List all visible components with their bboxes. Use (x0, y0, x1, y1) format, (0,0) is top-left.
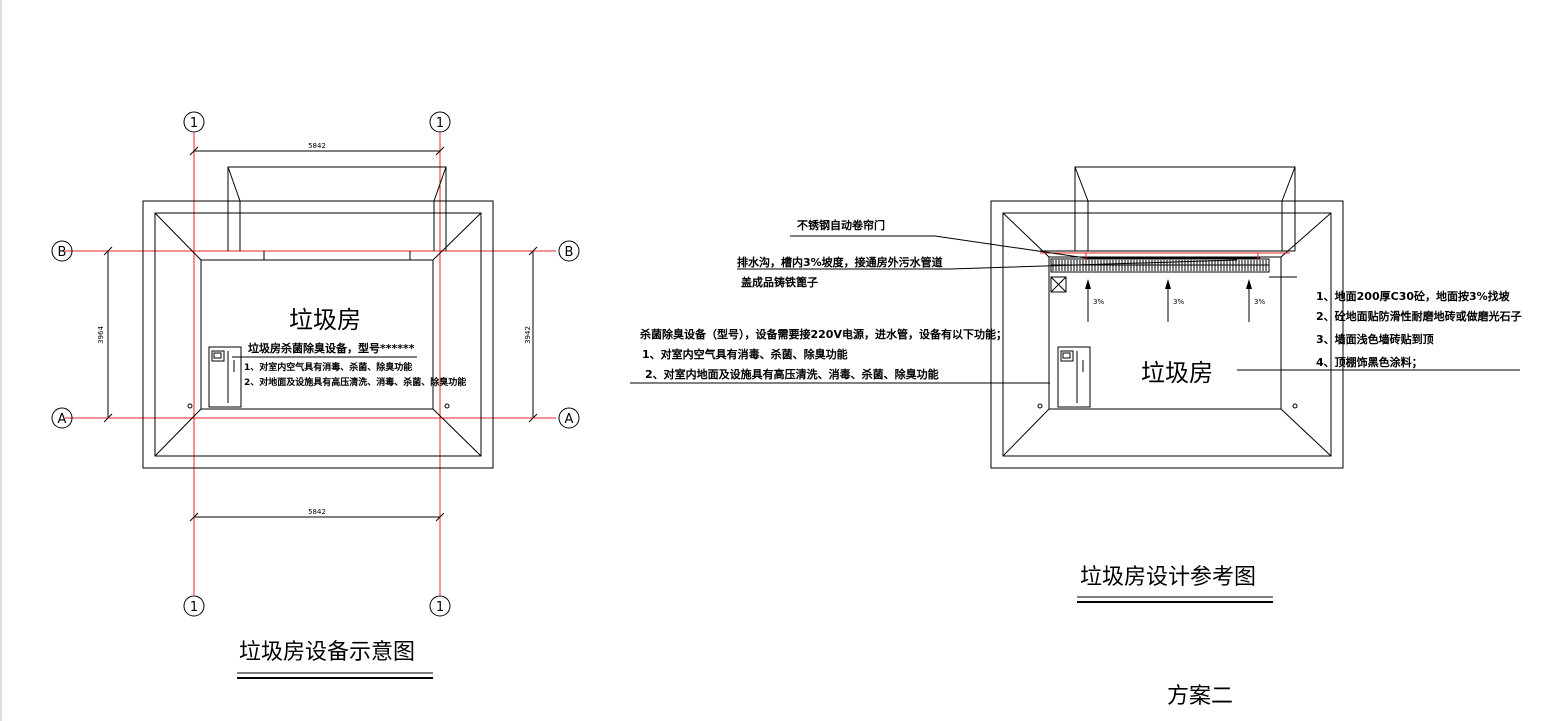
corner-line (1280, 408, 1332, 457)
canopy-edge (1281, 166, 1296, 202)
drain-point (187, 403, 193, 409)
drain-point (1292, 403, 1298, 409)
equipment-note-1: 1、对室内空气具有消毒、杀菌、除臭功能 (642, 347, 848, 361)
axis-grid (65, 133, 556, 595)
equipment-note-2: 2、对室内地面及设施具有高压清洗、消毒、杀菌、除臭功能 (645, 367, 939, 381)
drain-label-2: 盖成品铸铁篦子 (741, 275, 818, 289)
right-plan: 3% 3% 3% 垃圾房 不锈钢自动卷帘门 排水沟，槽内3%坡度，接通房外污水管… (630, 166, 1522, 709)
axis-label-a: A (565, 412, 574, 427)
corner-line (432, 408, 482, 457)
dimension-lines (103, 146, 538, 522)
canopy-edge (1074, 166, 1089, 202)
canopy-inner (239, 200, 435, 251)
door-label: 不锈钢自动卷帘门 (797, 218, 885, 232)
scheme-label: 方案二 (1167, 684, 1233, 709)
drainage-trench (1050, 258, 1270, 273)
spec-note-1: 1、地面200厚C30砼，地面按3%找坡 (1316, 289, 1511, 303)
drain-label-1: 排水沟，槽内3%坡度，接通房外污水管道 (737, 255, 943, 269)
corner-line (432, 212, 482, 261)
drawing-title-left: 垃圾房设备示意图 (239, 640, 415, 665)
slope-label: 3% (1173, 298, 1184, 306)
spec-note-3: 3、墙面浅色墙砖贴到顶 (1316, 332, 1434, 346)
canopy-inner (1087, 200, 1283, 251)
slope-label: 3% (1254, 298, 1265, 306)
room-label: 垃圾房 (289, 306, 361, 334)
room-outline (200, 259, 434, 410)
axis-label-1: 1 (436, 600, 444, 615)
corner-line (1002, 408, 1050, 457)
spec-note-2: 2、砼地面贴防滑性耐磨地砖或做磨光石子 (1316, 309, 1522, 323)
spec-note-4: 4、顶棚饰黑色涂料； (1316, 355, 1423, 369)
canopy-edge (227, 166, 241, 202)
equipment-note-1: 1、对室内空气具有消毒、杀菌、除臭功能 (244, 361, 412, 373)
axis-label-1: 1 (190, 600, 198, 615)
dim-top: 5842 (308, 142, 326, 150)
canopy-outline (1074, 166, 1296, 251)
disinfection-equipment-icon (208, 346, 242, 408)
axis-label-1: 1 (190, 116, 198, 131)
disinfection-equipment-icon (1057, 346, 1091, 408)
corner-line (154, 212, 202, 261)
equipment-note-0: 杀菌除臭设备（型号），设备需要接220V电源，进水管，设备有以下功能； (640, 327, 1007, 341)
outer-wall-inner (154, 212, 482, 457)
drain-point (444, 403, 450, 409)
dim-right: 3942 (524, 326, 532, 344)
drawing-title-right: 垃圾房设计参考图 (1080, 565, 1256, 590)
corner-line (154, 408, 202, 457)
drain-point (1037, 403, 1043, 409)
slope-label: 3% (1093, 298, 1104, 306)
equipment-title: 垃圾房杀菌除臭设备，型号****** (248, 341, 415, 355)
axis-label-b: B (58, 245, 67, 260)
axis-label-1: 1 (436, 116, 444, 131)
dim-left: 3964 (97, 326, 105, 344)
equipment-note-2: 2、对地面及设施具有高压清洗、消毒、杀菌、除臭功能 (244, 376, 466, 388)
left-plan: 5842 5842 3964 3942 1 1 1 1 B B A A (51, 111, 580, 679)
floor-drain-icon (1050, 276, 1067, 293)
canopy-edge (433, 166, 447, 202)
room-label: 垃圾房 (1141, 359, 1213, 387)
slope-arrows (1085, 279, 1252, 322)
axis-label-a: A (58, 412, 67, 427)
dim-bottom: 5842 (308, 508, 326, 516)
axis-label-b: B (565, 245, 574, 260)
room-outline (1048, 256, 1282, 410)
canopy-outline (227, 166, 447, 251)
corner-line (1002, 212, 1050, 258)
corner-line (1280, 212, 1332, 258)
leader-lines (630, 235, 1520, 384)
outer-wall (990, 200, 1344, 469)
axis-bubbles (51, 111, 580, 617)
outer-wall-inner (1002, 212, 1332, 457)
